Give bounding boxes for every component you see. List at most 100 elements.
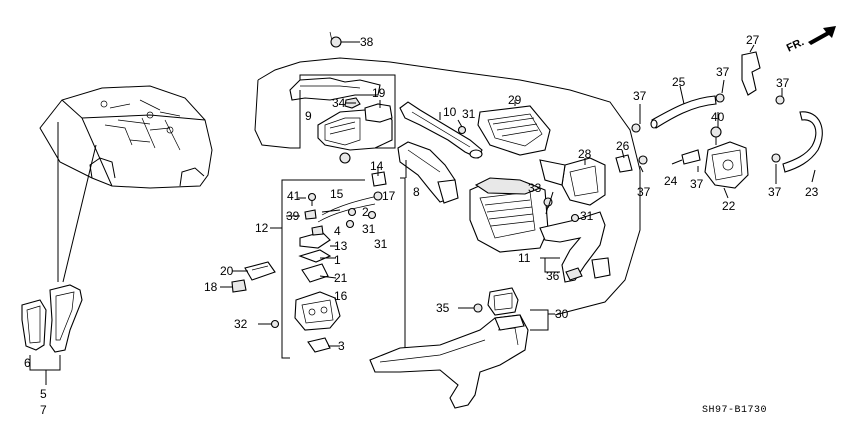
clip-17 — [373, 191, 383, 201]
callout-14: 14 — [370, 159, 384, 173]
motor-14 — [371, 171, 387, 187]
callout-13: 13 — [334, 239, 348, 253]
callout-10: 10 — [443, 105, 457, 119]
callout-39: 39 — [286, 209, 300, 223]
callout-7: 7 — [40, 403, 47, 417]
callout-40: 40 — [711, 110, 725, 124]
clamp-37-a — [631, 123, 641, 133]
callout-12: 12 — [255, 221, 269, 235]
clip-31-lower — [345, 219, 355, 229]
heater-valve-22 — [704, 141, 749, 189]
control-cable-15 — [317, 195, 379, 223]
callout-5: 5 — [40, 387, 47, 401]
callout-15: 15 — [330, 187, 344, 201]
callout-27: 27 — [746, 33, 760, 47]
callout-8: 8 — [413, 185, 420, 199]
callout-31-top: 31 — [462, 107, 476, 121]
callout-31-left: 31 — [374, 237, 388, 251]
callout-labels: 38 19 34 9 10 31 29 8 14 17 41 15 2 39 1… — [24, 33, 819, 417]
screw-32 — [258, 319, 280, 329]
callout-3: 3 — [338, 339, 345, 353]
callout-30: 30 — [555, 307, 569, 321]
rear-duct-30 — [369, 287, 529, 409]
foot-duct-5 — [49, 284, 83, 353]
lever-21 — [301, 263, 329, 283]
callout-26: 26 — [616, 139, 630, 153]
clamp-37-d — [638, 155, 648, 165]
direction-label: FR. — [785, 36, 806, 54]
hose-23 — [782, 111, 823, 173]
callout-37-c: 37 — [776, 76, 790, 90]
clamp-37-e — [771, 153, 781, 163]
bolt-38 — [329, 31, 360, 48]
lower-duct-11 — [539, 211, 611, 283]
callout-17: 17 — [382, 189, 396, 203]
heater-case — [469, 177, 549, 253]
callout-16: 16 — [334, 289, 348, 303]
callout-32: 32 — [234, 317, 248, 331]
diagram-code: SH97-B1730 — [702, 405, 767, 416]
callout-36: 36 — [546, 269, 560, 283]
part-20 — [244, 261, 276, 281]
callout-28: 28 — [578, 147, 592, 161]
front-arrow-icon — [808, 26, 836, 45]
screw-31-right — [570, 213, 580, 223]
callout-20: 20 — [220, 264, 234, 278]
car-outline-inset — [39, 85, 213, 189]
duct-10 — [399, 101, 483, 159]
callout-2: 2 — [362, 205, 369, 219]
bracket-27 — [741, 51, 761, 96]
leader-lines — [29, 44, 816, 385]
clip-36 — [565, 267, 583, 281]
foot-duct-6 — [21, 299, 47, 351]
callout-35: 35 — [436, 301, 450, 315]
screw-33 — [543, 197, 553, 215]
callout-37-b: 37 — [716, 65, 730, 79]
callout-31-right: 31 — [580, 209, 594, 223]
callout-6: 6 — [24, 356, 31, 370]
callout-9: 9 — [305, 109, 312, 123]
callout-24: 24 — [664, 174, 678, 188]
callout-41: 41 — [287, 189, 301, 203]
heater-duct-9 — [289, 77, 381, 101]
callout-38: 38 — [360, 35, 374, 49]
clip-4 — [311, 225, 324, 236]
clip-3 — [307, 337, 331, 353]
screw-31-top — [457, 125, 467, 135]
hose-24 — [681, 149, 701, 165]
callout-4: 4 — [334, 224, 341, 238]
heater-blower-unit — [317, 103, 393, 164]
clamp-37-b — [715, 93, 725, 103]
clip-40 — [710, 126, 722, 145]
car-pointer-lines — [57, 122, 97, 283]
lever-1 — [298, 249, 332, 263]
callout-37-d: 37 — [637, 185, 651, 199]
callout-33: 33 — [528, 181, 542, 195]
screw-35 — [458, 303, 483, 313]
callout-34: 34 — [332, 96, 346, 110]
callout-25: 25 — [672, 75, 686, 89]
dashboard-outline — [254, 57, 641, 316]
callout-19: 19 — [372, 86, 386, 100]
callout-29: 29 — [508, 93, 522, 107]
screw-41 — [307, 192, 317, 206]
defroster-vent-29 — [477, 105, 551, 156]
callout-37-a: 37 — [633, 89, 647, 103]
callout-1: 1 — [334, 253, 341, 267]
center-vent-28 — [539, 157, 606, 206]
screw-31-left — [367, 210, 377, 220]
callout-18: 18 — [204, 280, 218, 294]
clip-39 — [304, 209, 317, 220]
control-panel-16 — [294, 291, 341, 331]
callout-11: 11 — [518, 251, 531, 265]
callout-22: 22 — [722, 199, 736, 213]
part-18 — [231, 279, 247, 293]
clamp-37-c — [775, 95, 785, 105]
callout-31-mid: 31 — [362, 222, 376, 236]
clip-2 — [347, 207, 357, 217]
callout-37-mid: 37 — [690, 177, 704, 191]
callout-21: 21 — [334, 271, 348, 285]
callout-23: 23 — [805, 185, 819, 199]
callout-37-e: 37 — [768, 185, 782, 199]
